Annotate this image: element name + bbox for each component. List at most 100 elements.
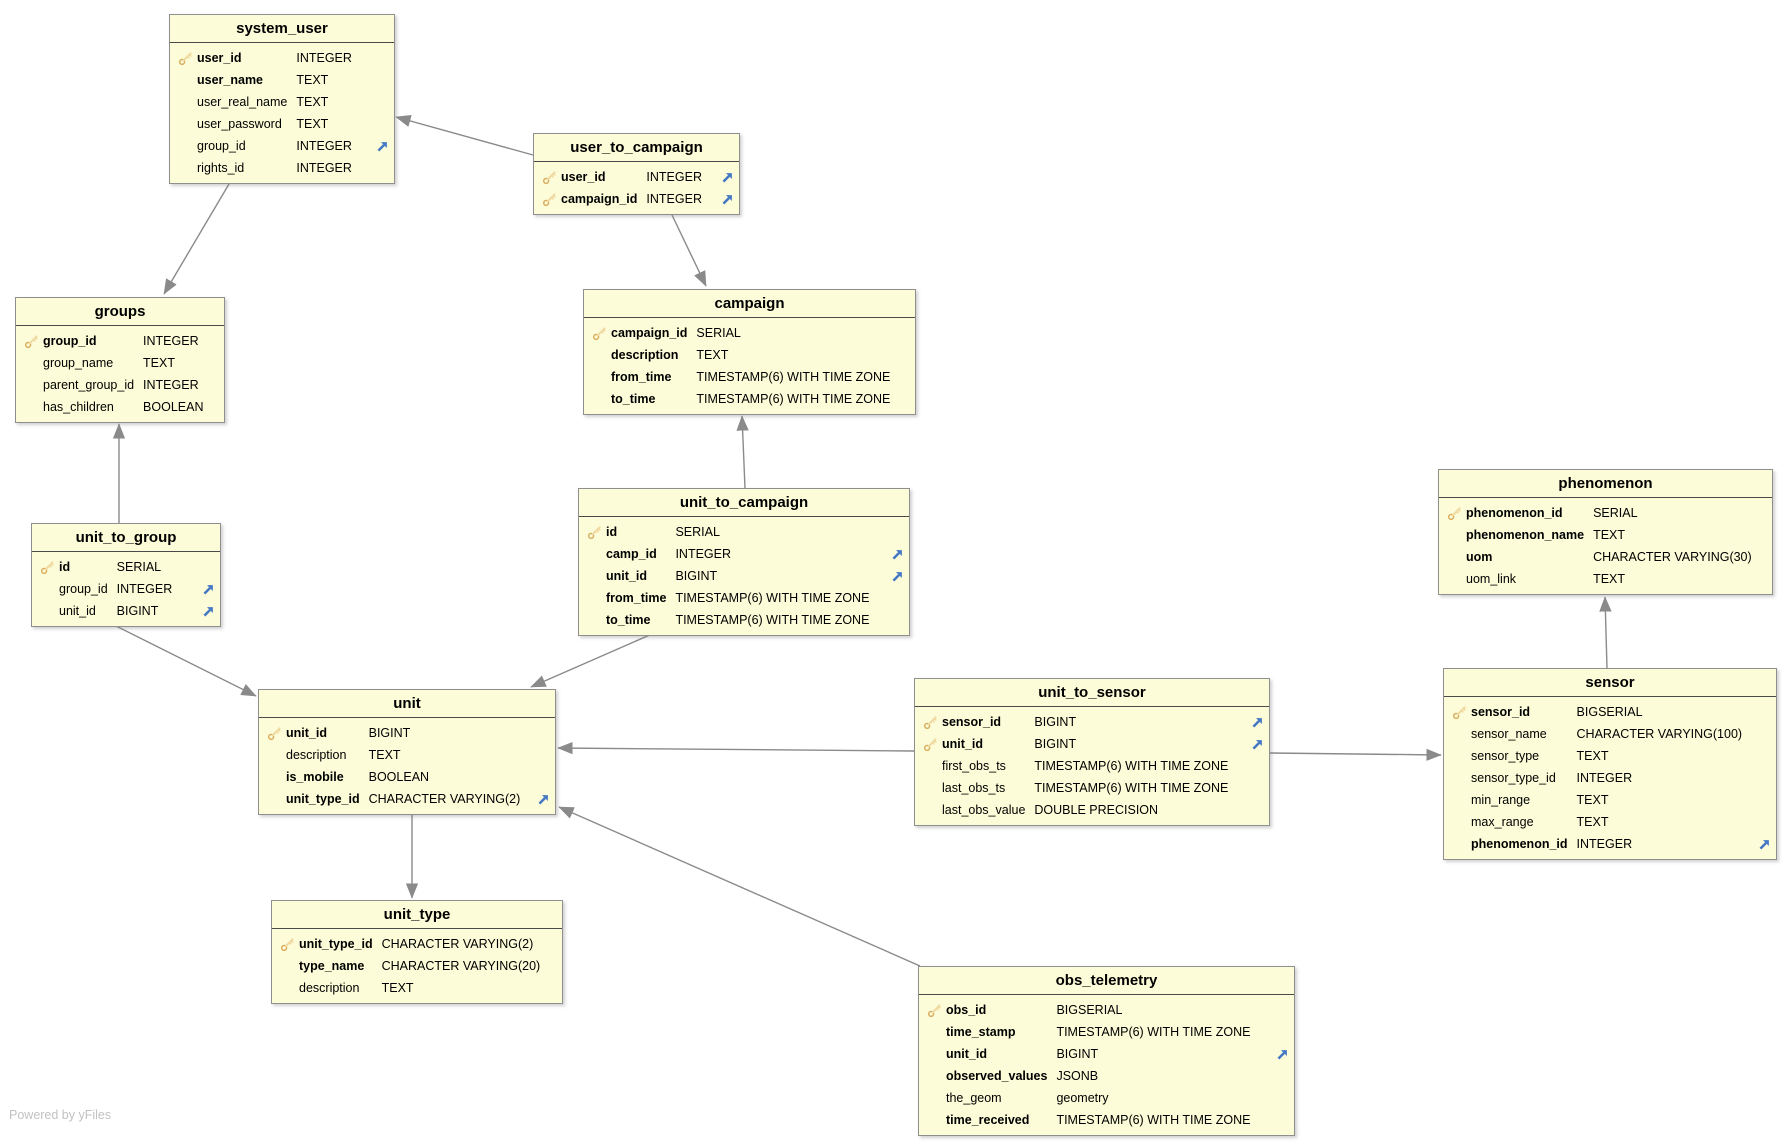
- no-icon: [174, 69, 197, 91]
- edge-unit_to_sensor-unit: [557, 741, 915, 755]
- entity-title: sensor: [1444, 669, 1776, 697]
- field-name: user_id: [561, 170, 606, 184]
- edge-unit_to_sensor-sensor: [1269, 748, 1442, 761]
- field-type: DOUBLE PRECISION: [1034, 803, 1159, 817]
- field-type: CHARACTER VARYING(100): [1576, 727, 1743, 741]
- field-name: unit_id: [606, 569, 647, 583]
- field-type: INTEGER: [1576, 837, 1633, 851]
- no-icon: [1274, 1065, 1289, 1087]
- edge-sensor-phenomenon: [1599, 596, 1612, 669]
- no-icon: [889, 587, 904, 609]
- field-type: INTEGER: [675, 547, 731, 561]
- edge-system_user-groups: [163, 183, 230, 295]
- field-type: SERIAL: [116, 560, 162, 574]
- ne-arrow-icon: [719, 188, 734, 210]
- field-type: TEXT: [1576, 815, 1609, 829]
- field-name: unit_id: [942, 737, 983, 751]
- no-icon: [1443, 524, 1466, 546]
- ne-arrow-icon: [889, 543, 904, 565]
- no-icon: [204, 396, 219, 418]
- no-icon: [263, 744, 286, 766]
- no-icon: [923, 1109, 946, 1131]
- no-icon: [1752, 524, 1767, 546]
- field-type: CHARACTER VARYING(2): [381, 937, 534, 951]
- field-name: from_time: [611, 370, 672, 384]
- key-icon: [36, 556, 59, 578]
- no-icon: [1448, 789, 1471, 811]
- no-icon: [535, 744, 550, 766]
- field-type: INTEGER: [646, 192, 702, 206]
- key-icon: [1443, 502, 1466, 524]
- no-icon: [1249, 777, 1264, 799]
- ne-arrow-icon: [535, 788, 550, 810]
- no-icon: [1756, 701, 1771, 723]
- no-icon: [374, 47, 389, 69]
- field-type: BOOLEAN: [368, 770, 430, 784]
- field-type: TIMESTAMP(6) WITH TIME ZONE: [1056, 1113, 1251, 1127]
- edge-user_to_campaign-campaign: [671, 214, 707, 287]
- field-type: TIMESTAMP(6) WITH TIME ZONE: [1056, 1025, 1251, 1039]
- field-name: first_obs_ts: [942, 759, 1006, 773]
- field-name: type_name: [299, 959, 365, 973]
- no-icon: [583, 609, 606, 631]
- key-icon: [919, 733, 942, 755]
- field-name: user_real_name: [197, 95, 288, 109]
- field-name: sensor_name: [1471, 727, 1547, 741]
- field-name: sensor_id: [1471, 705, 1531, 719]
- field-name: rights_id: [197, 161, 245, 175]
- no-icon: [535, 722, 550, 744]
- no-icon: [1249, 799, 1264, 821]
- key-icon: [538, 188, 561, 210]
- no-icon: [923, 1065, 946, 1087]
- no-icon: [374, 69, 389, 91]
- field-name: unit_id: [286, 726, 327, 740]
- field-type: JSONB: [1056, 1069, 1099, 1083]
- no-icon: [20, 352, 43, 374]
- no-icon: [1756, 789, 1771, 811]
- no-icon: [889, 521, 904, 543]
- field-type: geometry: [1056, 1091, 1109, 1105]
- entity-title: unit_to_campaign: [579, 489, 909, 517]
- field-type: TEXT: [296, 117, 329, 131]
- ne-arrow-icon: [1249, 711, 1264, 733]
- field-name: group_id: [43, 334, 97, 348]
- no-icon: [1756, 811, 1771, 833]
- no-icon: [895, 322, 910, 344]
- no-icon: [919, 755, 942, 777]
- key-icon: [276, 933, 299, 955]
- field-name: camp_id: [606, 547, 657, 561]
- field-type: INTEGER: [143, 334, 199, 348]
- field-name: unit_type_id: [299, 937, 373, 951]
- field-type: TEXT: [1593, 572, 1626, 586]
- key-icon: [583, 521, 606, 543]
- key-icon: [923, 999, 946, 1021]
- no-icon: [1756, 723, 1771, 745]
- no-icon: [200, 556, 215, 578]
- field-type: BOOLEAN: [143, 400, 204, 414]
- no-icon: [174, 157, 197, 179]
- no-icon: [20, 396, 43, 418]
- field-name: sensor_type: [1471, 749, 1540, 763]
- entity-title: groups: [16, 298, 224, 326]
